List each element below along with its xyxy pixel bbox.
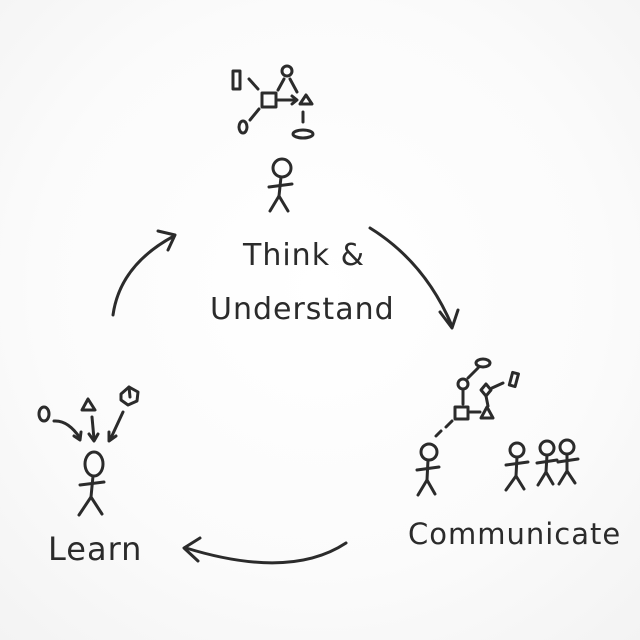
concept-map-icon-right xyxy=(434,357,520,438)
rectangle-shape xyxy=(231,69,242,91)
stick-figure-audience-2 xyxy=(535,439,559,487)
ellipse-shape xyxy=(474,357,492,369)
circle-shape xyxy=(280,64,294,78)
oval-shape xyxy=(37,405,51,423)
arrow-think-to-communicate xyxy=(368,226,454,328)
concept-map-icon-top xyxy=(231,64,315,140)
node-label-learn: Learn xyxy=(48,530,143,568)
square-shape xyxy=(260,91,278,109)
arrowhead-learn xyxy=(182,536,202,563)
arrow-from-oval xyxy=(52,419,82,440)
ellipse-shape xyxy=(291,128,315,140)
arrow-learn-to-think xyxy=(111,234,176,317)
oval-shape xyxy=(237,119,249,135)
node-label-think: Think & xyxy=(243,238,365,273)
circle-shape xyxy=(456,377,470,391)
stick-figure-audience-3 xyxy=(556,438,580,486)
stick-figure-thinker xyxy=(267,157,294,213)
arrowhead-think xyxy=(156,229,177,252)
stick-figure-audience-1 xyxy=(504,441,530,492)
stick-figure-learner xyxy=(77,450,106,517)
triangle-shape xyxy=(298,93,314,106)
square-shape xyxy=(453,405,470,421)
diamond-shape xyxy=(479,382,493,398)
incoming-ideas-icon-left xyxy=(37,385,140,443)
rectangle-shape xyxy=(507,370,520,389)
triangle-shape xyxy=(479,405,495,420)
triangle-shape xyxy=(80,397,97,412)
node-label-understand: Understand xyxy=(210,292,395,327)
stick-figure-presenter xyxy=(415,442,441,497)
arrowhead-communicate xyxy=(438,308,460,330)
node-label-communicate: Communicate xyxy=(408,517,622,551)
arrow-communicate-to-learn xyxy=(184,541,348,565)
